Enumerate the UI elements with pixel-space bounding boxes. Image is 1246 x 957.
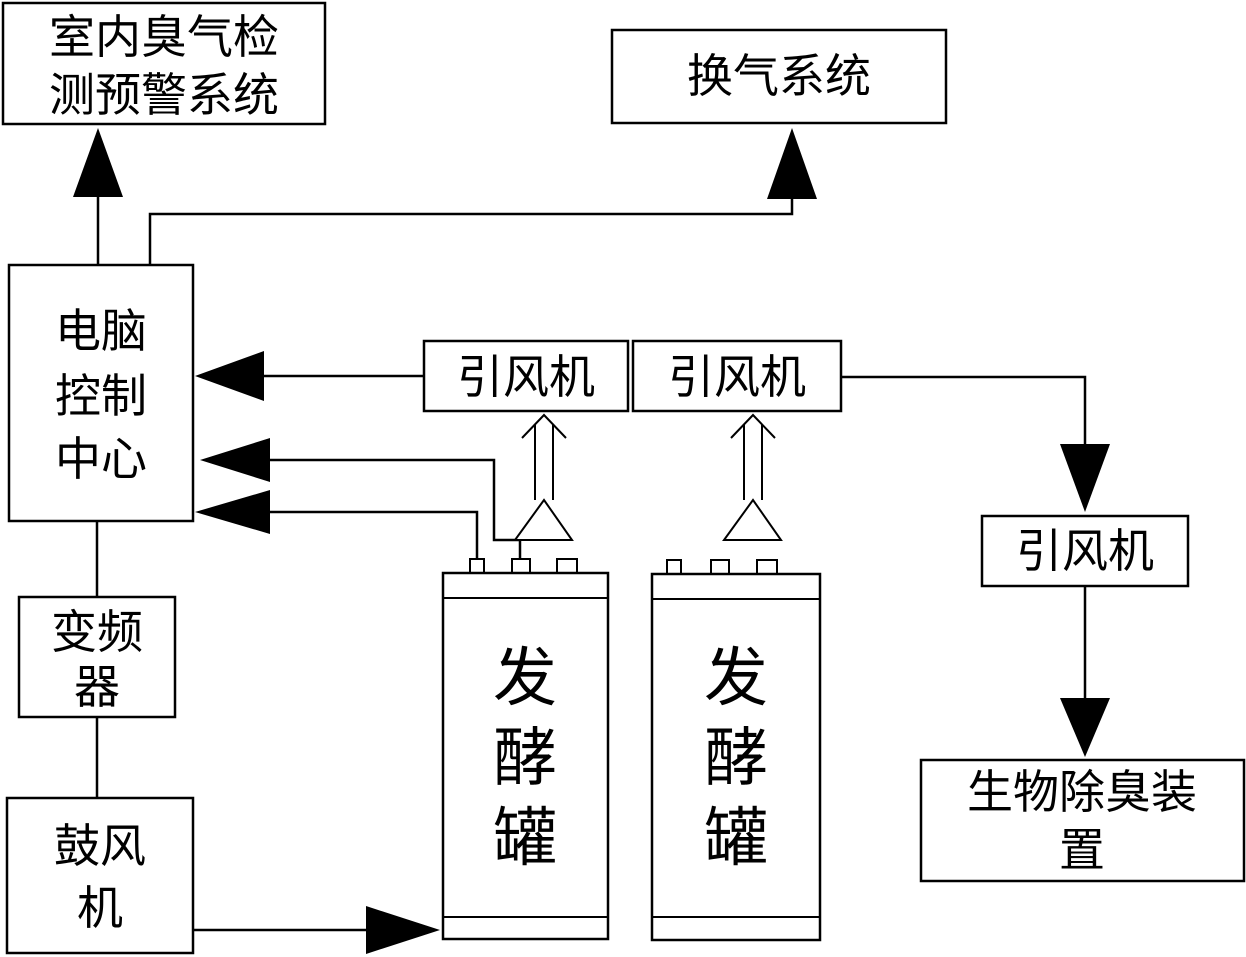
ventilation-label: 换气系统 <box>687 49 871 103</box>
odor-warning-node: 室内臭气检 测预警系统 <box>1 1 327 126</box>
ventilation-node: 换气系统 <box>610 28 948 125</box>
fan-3-label: 引风机 <box>1016 524 1154 578</box>
fermenter-2-node: 发 酵 罐 <box>650 559 822 942</box>
computer-center-node: 电脑 控制 中心 <box>7 263 195 523</box>
blower-label-line2: 机 <box>77 881 123 935</box>
fermenter-1-label-line2: 酵 <box>493 722 557 796</box>
connector-fermenter-to-center-1 <box>200 438 522 559</box>
connector-fermenter1-to-fan1 <box>513 413 574 541</box>
blower-label-line1: 鼓风 <box>54 819 146 873</box>
connector-center-to-warning <box>73 128 123 265</box>
fan-1-node: 引风机 <box>422 339 630 413</box>
fermenter-2-port <box>710 559 730 575</box>
fan-3-node: 引风机 <box>980 514 1190 588</box>
inverter-label-line1: 变频 <box>51 605 143 659</box>
open-arrow-head <box>513 498 574 541</box>
arrow-right <box>366 906 440 954</box>
inverter-label-line2: 器 <box>74 660 120 714</box>
connector-fan3-to-deodorizer <box>1060 586 1110 757</box>
fermenter-1-label-line3: 罐 <box>493 802 557 876</box>
arrow-down <box>1060 698 1110 757</box>
odor-warning-label-line2: 测预警系统 <box>49 68 279 122</box>
arrow-left <box>195 490 270 534</box>
fermenter-1-port <box>556 558 578 574</box>
fermenter-2-port <box>756 559 778 575</box>
fermenter-1-port <box>469 558 485 574</box>
arrow-down <box>1060 444 1110 512</box>
connector-center-to-ventilation <box>148 128 817 265</box>
fan-2-label: 引风机 <box>668 350 806 404</box>
connector-blower-to-fermenter <box>193 906 440 954</box>
connector-fermenter-to-center-2 <box>195 490 479 559</box>
fermenter-2-label-line1: 发 <box>704 642 768 716</box>
fan-2-node: 引风机 <box>631 339 843 413</box>
bio-deodorizer-node: 生物除臭装 置 <box>919 758 1246 883</box>
fermenter-1-label-line1: 发 <box>493 642 557 716</box>
odor-warning-label-line1: 室内臭气检 <box>49 10 279 64</box>
arrow-left <box>195 351 264 401</box>
computer-center-label-line2: 控制 <box>55 369 147 423</box>
fermenter-1-port <box>511 558 531 574</box>
bio-deodorizer-label-line2: 置 <box>1059 823 1105 877</box>
fermenter-2-label-line2: 酵 <box>704 722 768 796</box>
computer-center-label-line3: 中心 <box>55 432 147 486</box>
blower-node: 鼓风 机 <box>5 796 195 955</box>
computer-center-label-line1: 电脑 <box>55 304 147 358</box>
fermenter-2-label-line3: 罐 <box>704 802 768 876</box>
open-arrow-head <box>722 498 783 541</box>
fermenter-1-node: 发 酵 罐 <box>441 558 610 941</box>
arrow-left <box>200 438 270 482</box>
connector-fan1-to-center <box>195 351 424 401</box>
inverter-node: 变频 器 <box>17 595 177 719</box>
fermenter-2-port <box>666 559 682 575</box>
connector-fermenter2-to-fan2 <box>722 413 783 541</box>
arrow-up <box>767 128 817 199</box>
connector-fan2-to-fan3 <box>841 375 1110 512</box>
bio-deodorizer-label-line1: 生物除臭装 <box>967 765 1197 819</box>
fan-1-label: 引风机 <box>457 350 595 404</box>
arrow-up <box>73 128 123 197</box>
